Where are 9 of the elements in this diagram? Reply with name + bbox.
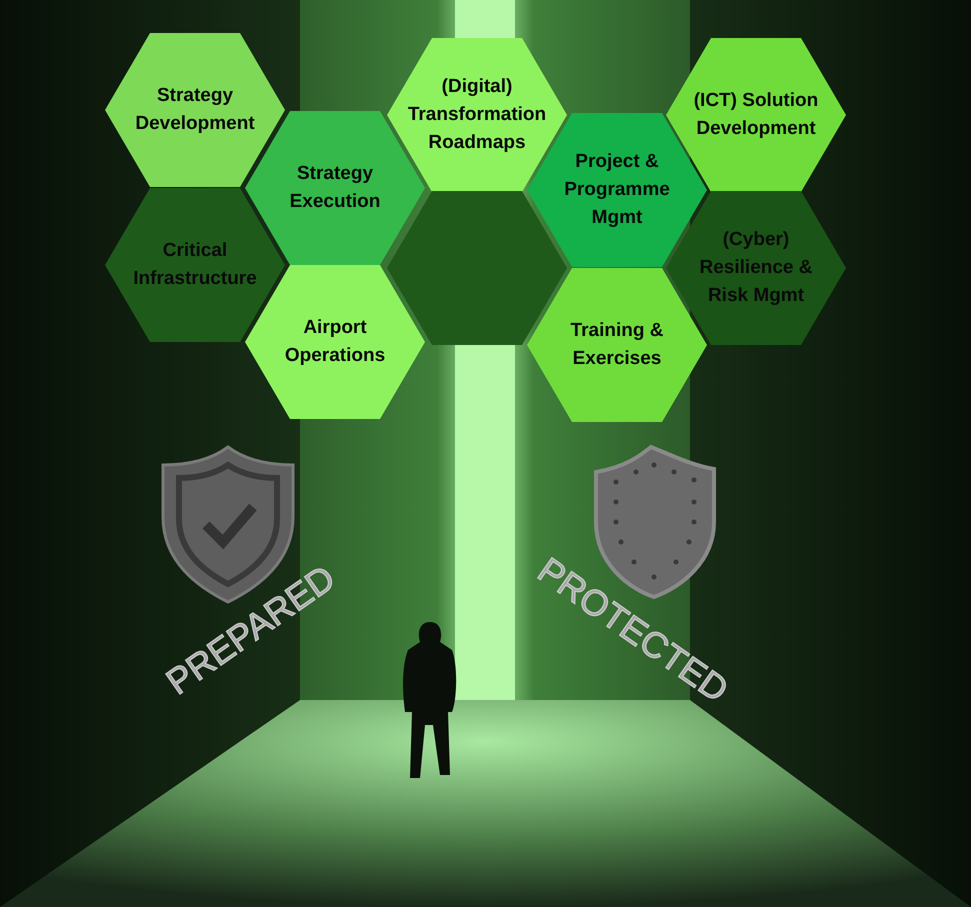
tile-label: Training & Exercises <box>570 319 664 371</box>
tile-label: Project & Programme Mgmt <box>563 150 671 230</box>
tile-label: Strategy Execution <box>288 162 382 214</box>
tile-label: Airport Operations <box>284 316 386 368</box>
tile-label: (ICT) Solution Development <box>692 89 820 141</box>
tile-label: Critical Infrastructure <box>132 239 258 291</box>
tile-label: Strategy Development <box>134 84 256 136</box>
tile-label: (Digital) Transformation Roadmaps <box>407 75 547 155</box>
tile-label: (Cyber) Resilience & Risk Mgmt <box>698 228 814 308</box>
